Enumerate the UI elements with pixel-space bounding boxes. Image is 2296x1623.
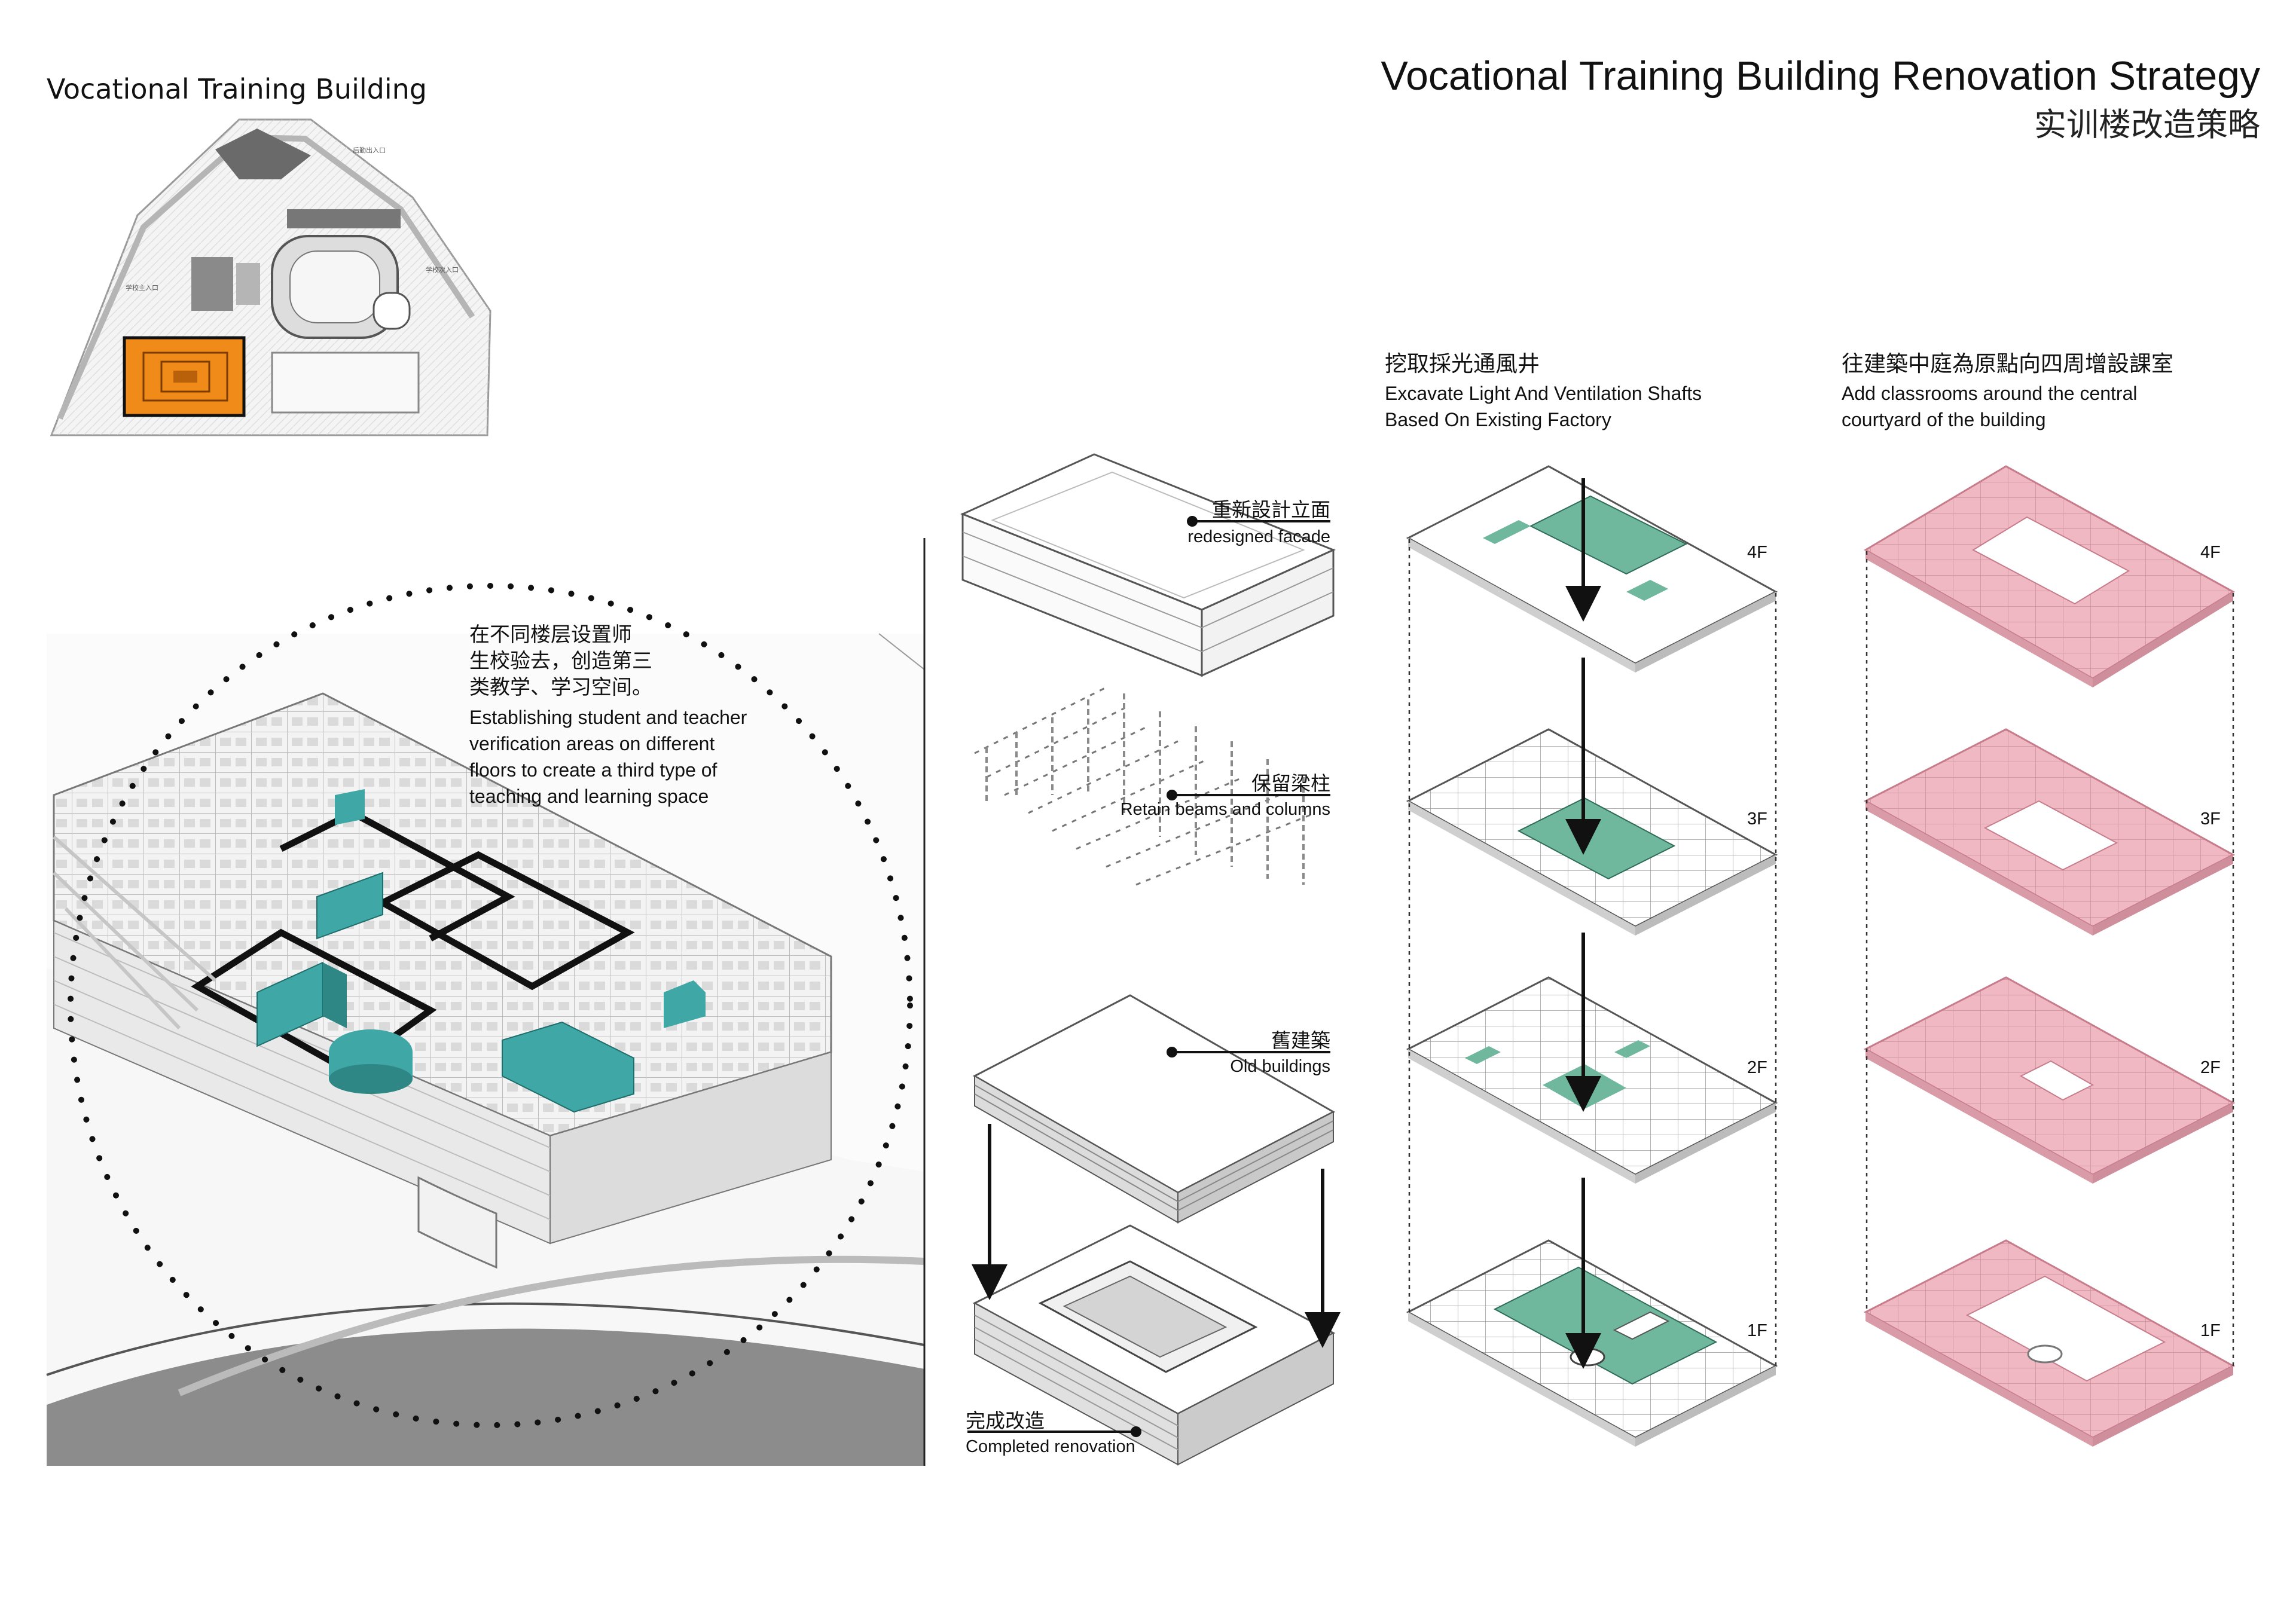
facade-label-en: redesigned facade: [1187, 527, 1330, 546]
focus-dotted-circle: [68, 583, 913, 1428]
site-label-2: 学校主入口: [126, 283, 158, 292]
shafts-heading-en-line-1: Excavate Light And Ventilation Shafts: [1385, 383, 1702, 404]
shafts-floor-label-3f: 3F: [1747, 809, 1767, 829]
annotation-en-line-3: floors to create a third type of: [469, 759, 718, 781]
board-title-left: Vocational Training Building: [47, 73, 427, 105]
annotation-en: Establishing student and teacher verific…: [469, 704, 747, 809]
classroom-stack: [1863, 465, 2236, 1447]
site-label-1: 后勤出入口: [353, 146, 386, 154]
classroom-stack-dashes: [1866, 551, 2234, 1366]
shaft-stack: [1406, 465, 1778, 1447]
annotation-en-line-1: Establishing student and teacher: [469, 707, 747, 728]
completed-label-cn: 完成改造: [966, 1410, 1045, 1432]
perspective-view: [46, 633, 925, 1466]
classrooms-heading-en-line-2: courtyard of the building: [1842, 409, 2046, 430]
classrooms-floor-label-2f: 2F: [2200, 1058, 2221, 1077]
annotation-en-line-4: teaching and learning space: [469, 785, 709, 807]
shaft-stack-dashes: [1408, 539, 1777, 1366]
shafts-floor-label-4f: 4F: [1747, 543, 1767, 562]
old-building-label-cn: 舊建築: [1271, 1029, 1330, 1052]
shafts-heading-en-line-2: Based On Existing Factory: [1385, 409, 1611, 430]
annotation-en-line-2: verification areas on different: [469, 733, 715, 754]
completed-label-en: Completed renovation: [966, 1437, 1135, 1456]
shafts-floor-label-2f: 2F: [1747, 1058, 1767, 1077]
beams-label-cn: 保留梁柱: [1251, 772, 1330, 794]
beams-label-en: Retain beams and columns: [1120, 800, 1330, 819]
shafts-floor-label-1f: 1F: [1747, 1321, 1767, 1340]
decomposition-leaders: [967, 516, 1330, 1437]
decomposition-old-building: [972, 994, 1336, 1224]
annotation-cn-line-2: 生校验去，创造第三: [469, 650, 652, 673]
decomposition-beams: [974, 686, 1316, 886]
shafts-heading-en: Excavate Light And Ventilation Shafts Ba…: [1385, 380, 1702, 433]
board-title-right-cn: 实训楼改造策略: [2034, 107, 2260, 143]
shafts-heading-cn: 挖取採光通風井: [1385, 352, 1540, 376]
annotation-cn-line-1: 在不同楼层设置师: [469, 623, 632, 646]
decomposition-completed: [972, 1224, 1336, 1466]
board-title-right: Vocational Training Building Renovation …: [1381, 53, 2261, 99]
annotation-cn: 在不同楼层设置师 生校验去，创造第三 类教学、学习空间。: [469, 622, 652, 701]
classrooms-heading-en-line-1: Add classrooms around the central: [1842, 383, 2138, 404]
facade-label-cn: 重新設計立面: [1212, 499, 1330, 521]
classrooms-floor-label-3f: 3F: [2200, 809, 2221, 829]
old-building-label-en: Old buildings: [1230, 1057, 1330, 1076]
annotation-cn-line-3: 类教学、学习空间。: [469, 676, 652, 699]
site-label-3: 学校次入口: [426, 265, 459, 274]
site-plan: 后勤出入口 学校主入口 学校次入口: [50, 118, 491, 436]
classrooms-floor-label-1f: 1F: [2200, 1321, 2221, 1340]
classrooms-floor-label-4f: 4F: [2200, 543, 2221, 562]
decomposition-facade: [960, 453, 1336, 677]
classrooms-heading-en: Add classrooms around the central courty…: [1842, 380, 2137, 433]
classrooms-heading-cn: 往建築中庭為原點向四周增設課室: [1842, 352, 2173, 376]
